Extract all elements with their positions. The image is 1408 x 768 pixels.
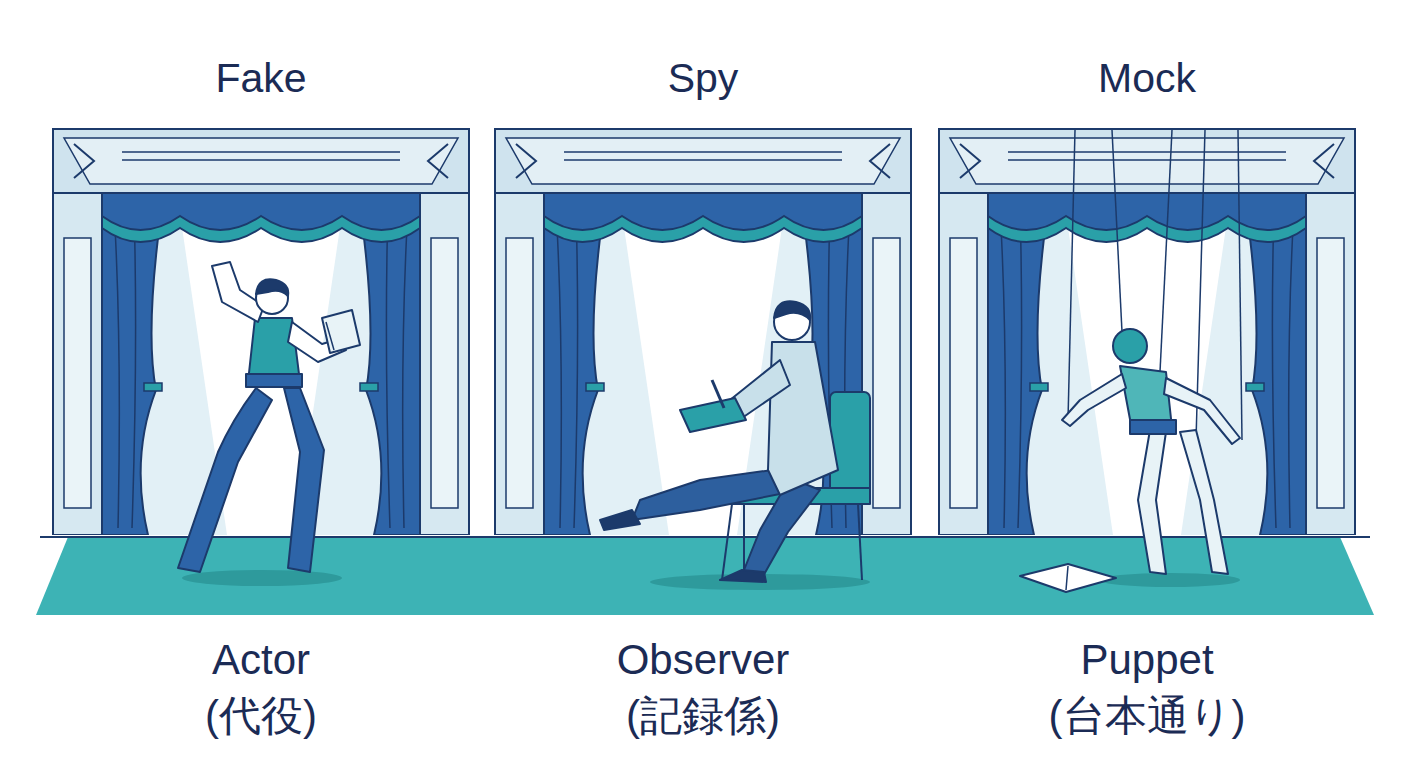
stage-panel: MockPuppet (台本通り) [938, 0, 1356, 768]
actor-figure [178, 262, 360, 586]
role-label: Puppet (台本通り) [1049, 632, 1246, 744]
stage-panel: FakeActor (代役) [52, 0, 470, 768]
stage-floor [36, 537, 1374, 615]
puppet-figure [1020, 130, 1242, 592]
stage-title: Mock [938, 50, 1356, 106]
stage-title: Spy [494, 50, 912, 106]
stage-title: Fake [52, 50, 470, 106]
observer-figure [600, 301, 870, 590]
stage-panel: SpyObserver (記録係) [494, 0, 912, 768]
role-label: Actor (代役) [205, 632, 317, 744]
role-label: Observer (記録係) [617, 632, 790, 744]
